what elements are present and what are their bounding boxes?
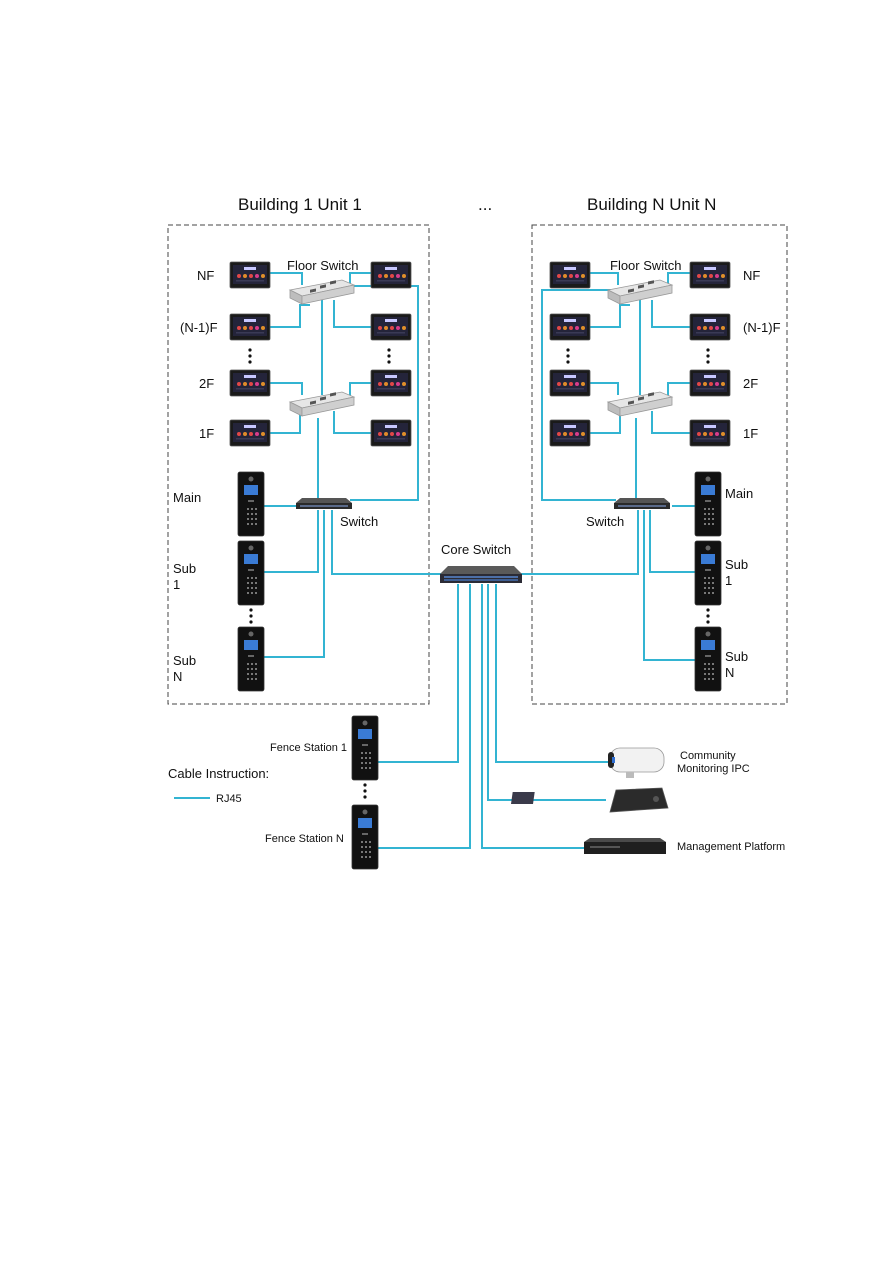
label-2f-b1: 2F bbox=[199, 376, 214, 391]
ellipsis-floors-left-bn bbox=[566, 348, 570, 364]
label-sub1-bn-line1: Sub bbox=[725, 557, 748, 572]
indoor-monitor-2f-left bbox=[229, 369, 271, 397]
fence-station-n bbox=[351, 804, 379, 870]
ellipsis-floors-right bbox=[387, 348, 391, 364]
indoor-monitor-1f-left-bn bbox=[549, 419, 591, 447]
label-nf-bn: NF bbox=[743, 268, 760, 283]
label-subn-bn-line2: N bbox=[725, 665, 734, 680]
indoor-monitor-1f-right-bn bbox=[689, 419, 731, 447]
core-switch bbox=[440, 566, 522, 583]
label-ipc-line1: Community bbox=[680, 750, 736, 762]
legend-rj45: RJ45 bbox=[216, 793, 242, 805]
label-1f-bn: 1F bbox=[743, 426, 758, 441]
indoor-monitor-2f-left-bn bbox=[549, 369, 591, 397]
label-sub1-b1-line2: 1 bbox=[173, 577, 180, 592]
indoor-monitor-2f-right-bn bbox=[689, 369, 731, 397]
door-station-sub-1 bbox=[237, 540, 265, 606]
label-n1f-b1: (N-1)F bbox=[180, 320, 218, 335]
label-main-b1: Main bbox=[173, 490, 201, 505]
legend-title: Cable Instruction: bbox=[168, 766, 269, 781]
indoor-monitor-2f-right bbox=[370, 369, 412, 397]
unit-switch-building-1 bbox=[296, 498, 352, 509]
building-1-frame bbox=[167, 224, 430, 705]
building-1-cables bbox=[262, 272, 442, 658]
ipc-camera-icon bbox=[608, 747, 665, 778]
title-building-n: Building N Unit N bbox=[587, 195, 716, 214]
indoor-monitor-1f-right bbox=[370, 419, 412, 447]
label-1f-b1: 1F bbox=[199, 426, 214, 441]
indoor-monitor-n1f-left-bn bbox=[549, 313, 591, 341]
building-n-cables bbox=[521, 272, 695, 661]
door-station-main bbox=[237, 471, 265, 537]
ellipsis-sub-stations-bn bbox=[706, 608, 710, 624]
ellipsis-floors-left bbox=[248, 348, 252, 364]
label-fence-station-1: Fence Station 1 bbox=[270, 742, 347, 754]
indoor-monitor-nf-left-bn bbox=[549, 261, 591, 289]
building-n-frame bbox=[531, 224, 788, 705]
label-nf-b1: NF bbox=[197, 268, 214, 283]
label-floor-switch-b1: Floor Switch bbox=[287, 258, 359, 273]
label-2f-bn: 2F bbox=[743, 376, 758, 391]
floor-switch-bottom-bn bbox=[607, 391, 673, 417]
ellipsis-fence-stations bbox=[363, 783, 367, 799]
indoor-monitor-nf-right-bn bbox=[689, 261, 731, 289]
label-sub1-bn-line2: 1 bbox=[725, 573, 732, 588]
label-n1f-bn: (N-1)F bbox=[743, 320, 781, 335]
label-switch-b1: Switch bbox=[340, 514, 378, 529]
floor-switch-bottom bbox=[289, 391, 355, 417]
ellipsis-floors-right-bn bbox=[706, 348, 710, 364]
title-ellipsis: ... bbox=[478, 195, 492, 214]
door-station-sub-n-bn bbox=[694, 626, 722, 692]
label-fence-station-n: Fence Station N bbox=[265, 833, 344, 845]
indoor-monitor-n1f-right-bn bbox=[689, 313, 731, 341]
indoor-monitor-nf-left bbox=[229, 261, 271, 289]
fence-station-1 bbox=[351, 715, 379, 781]
label-subn-b1-line1: Sub bbox=[173, 653, 196, 668]
label-subn-bn-line1: Sub bbox=[725, 649, 748, 664]
door-station-main-bn bbox=[694, 471, 722, 537]
label-ipc-line2: Monitoring IPC bbox=[677, 763, 750, 775]
label-subn-b1-line2: N bbox=[173, 669, 182, 684]
indoor-monitor-1f-left bbox=[229, 419, 271, 447]
door-station-sub-n bbox=[237, 626, 265, 692]
label-sub1-b1-line1: Sub bbox=[173, 561, 196, 576]
title-building-1: Building 1 Unit 1 bbox=[238, 195, 362, 214]
label-switch-bn: Switch bbox=[586, 514, 624, 529]
unit-switch-building-n bbox=[614, 498, 670, 509]
core-cables bbox=[376, 584, 608, 849]
indoor-monitor-n1f-right bbox=[370, 313, 412, 341]
door-station-sub-1-bn bbox=[694, 540, 722, 606]
label-floor-switch-bn: Floor Switch bbox=[610, 258, 682, 273]
label-management-platform: Management Platform bbox=[677, 841, 785, 853]
label-core-switch: Core Switch bbox=[441, 542, 511, 557]
management-platform-icon bbox=[584, 838, 666, 854]
label-main-bn: Main bbox=[725, 486, 753, 501]
indoor-monitor-nf-right bbox=[370, 261, 412, 289]
master-station-icon bbox=[511, 787, 669, 813]
indoor-monitor-n1f-left bbox=[229, 313, 271, 341]
ellipsis-sub-stations bbox=[249, 608, 253, 624]
